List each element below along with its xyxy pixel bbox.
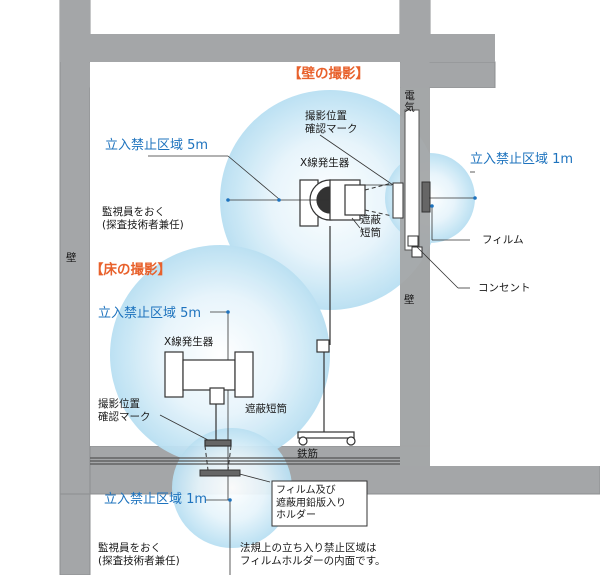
- top-horizontal: [60, 34, 495, 62]
- wall-zone-1m-label: 立入禁止区域 1m: [470, 152, 574, 167]
- wall-heading: 【壁の撮影】: [288, 66, 369, 82]
- floor-film-holder: [199, 469, 241, 477]
- wall-confirm-mark-label: 撮影位置 確認マーク: [305, 110, 358, 136]
- rebar-lines: [90, 457, 400, 465]
- electric-label: 電気: [403, 90, 416, 113]
- left-wall-label: 壁: [66, 252, 77, 264]
- wall-zone-5m-label: 立入禁止区域 5m: [105, 138, 209, 153]
- floor-film-label-box: [271, 480, 368, 527]
- floor-zone-5m: [110, 245, 330, 465]
- floor-shield-tube-label: 遮蔽短筒: [245, 403, 287, 415]
- wall-xray-generator-label: X線発生器: [300, 157, 350, 169]
- outlet-label: コンセント: [478, 282, 531, 294]
- right-wall-label: 壁: [404, 294, 415, 306]
- wall-beam-rays: [364, 182, 393, 217]
- measure-lines: [148, 134, 475, 575]
- wall-film: [392, 182, 404, 219]
- floor-confirm-mark-label: 撮影位置 確認マーク: [98, 398, 151, 424]
- wall-monitor-label: 監視員をおく (探査技術者兼任): [102, 206, 184, 232]
- legal-note: 法規上の立ち入り禁止区域は フィルムホルダーの内面です。: [240, 542, 386, 568]
- floor-heading: 【床の撮影】: [90, 262, 171, 278]
- floor-zone-5m-label: 立入禁止区域 5m: [98, 306, 202, 321]
- floor-zone-1m-label: 立入禁止区域 1m: [104, 492, 208, 507]
- floor-monitor-label: 監視員をおく (探査技術者兼任): [98, 542, 180, 568]
- rebar-label: 鉄筋: [297, 448, 318, 460]
- floor-xray-generator: [164, 351, 254, 447]
- film-label: フィルム: [482, 234, 524, 246]
- wall-panel: [404, 109, 420, 251]
- film-holder-label: フィルム及び 遮蔽用鉛版入り ホルダー: [276, 485, 346, 521]
- wall-shield-tube-label: 遮蔽 短筒: [360, 214, 381, 240]
- right-interior-gap: [430, 88, 600, 466]
- wall-film-dark: [421, 181, 431, 213]
- outlet-box: [407, 235, 419, 247]
- outlet-box-2: [411, 246, 423, 258]
- left-wall-lower: [59, 493, 91, 575]
- floor-xray-generator-label: X線発生器: [164, 336, 214, 348]
